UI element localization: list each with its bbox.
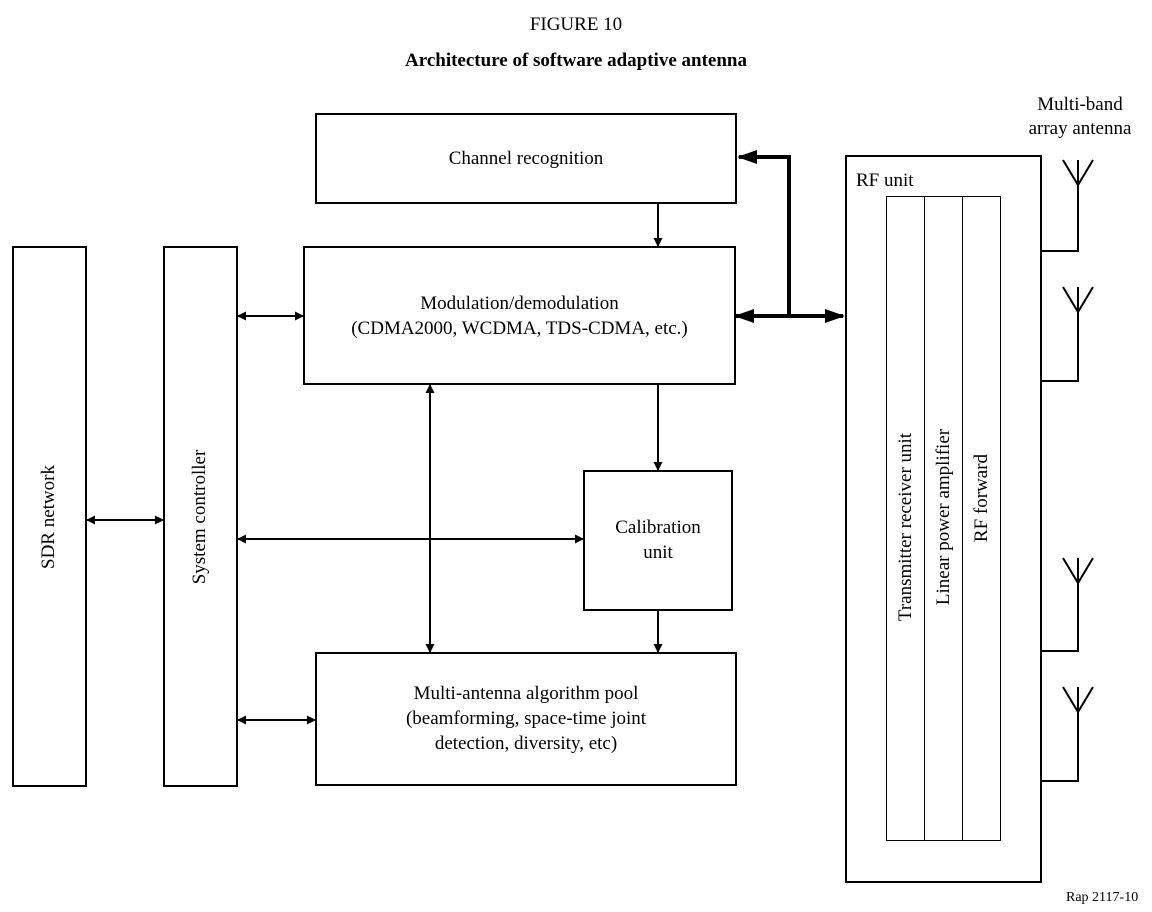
linear-power-amplifier-label: Linear power amplifier <box>933 428 954 606</box>
algorithm-pool-label: Multi-antenna algorithm pool (beamformin… <box>315 681 737 756</box>
antenna-icon <box>1062 686 1094 714</box>
calibration-title: Calibration <box>615 517 701 538</box>
figure-title: Architecture of software adaptive antenn… <box>405 50 747 71</box>
channel-recognition-label: Channel recognition <box>315 146 737 171</box>
rf-unit-label: RF unit <box>856 170 914 191</box>
algorithm-pool-block <box>315 652 737 786</box>
system-controller-label: System controller <box>189 449 210 585</box>
modulation-label: Modulation/demodulation (CDMA2000, WCDMA… <box>303 291 736 341</box>
rf-column-amplifier <box>924 196 963 841</box>
antenna-icon <box>1062 286 1094 314</box>
figure-number: FIGURE 10 <box>529 14 623 35</box>
channel-recognition-text: Channel recognition <box>448 148 604 169</box>
sdr-network-block <box>12 246 87 787</box>
antenna-icon <box>1062 557 1094 585</box>
calibration-subtitle: unit <box>643 542 673 563</box>
calibration-unit-label: Calibration unit <box>583 515 733 565</box>
channel-recognition-block <box>315 113 737 204</box>
antenna-label-line1: Multi-band <box>1037 94 1123 115</box>
bus-branch-channel <box>737 150 791 316</box>
rf-column-forward <box>962 196 1001 841</box>
antenna-icon <box>1062 159 1094 187</box>
sdr-network-label: SDR network <box>38 465 59 569</box>
algorithm-pool-line3: detection, diversity, etc) <box>434 733 618 754</box>
modulation-title: Modulation/demodulation <box>420 293 619 314</box>
figure-reference: Rap 2117-10 <box>1066 890 1139 905</box>
rf-column-transmitter <box>886 196 925 841</box>
transmitter-receiver-label: Transmitter receiver unit <box>895 432 916 622</box>
antenna-label-line2: array antenna <box>1028 118 1132 139</box>
system-controller-block <box>163 246 238 787</box>
modulation-block <box>303 246 736 385</box>
algorithm-pool-line2: (beamforming, space-time joint <box>405 708 647 729</box>
modulation-subtitle: (CDMA2000, WCDMA, TDS-CDMA, etc.) <box>351 318 688 339</box>
algorithm-pool-title: Multi-antenna algorithm pool <box>413 683 639 704</box>
antenna-label: Multi-band array antenna <box>1010 93 1150 141</box>
calibration-unit-block <box>583 470 733 611</box>
rf-forward-label: RF forward <box>971 453 992 543</box>
